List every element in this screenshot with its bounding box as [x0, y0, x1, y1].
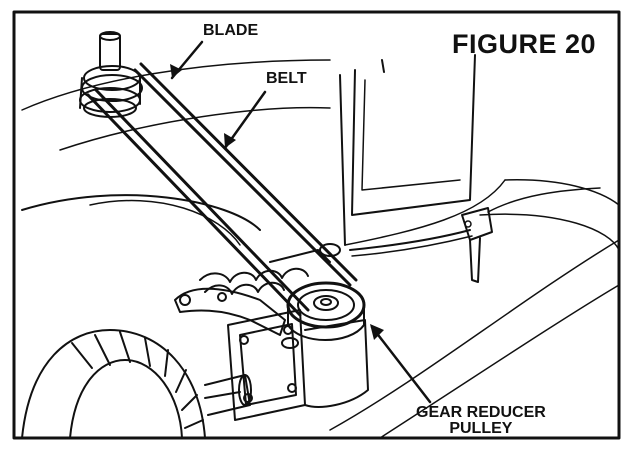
label-blade: BLADE — [203, 22, 259, 39]
idler-bracket — [174, 287, 286, 336]
control-cable — [349, 229, 471, 251]
label-gear-reducer-line1: GEAR REDUCER — [416, 404, 546, 421]
label-gear-reducer-pulley: GEAR REDUCER PULLEY — [416, 405, 546, 437]
tension-spring — [199, 243, 341, 295]
drive-belt — [86, 62, 358, 317]
engine-housing — [339, 74, 346, 246]
label-gear-reducer-line2: PULLEY — [449, 420, 513, 437]
mower-wheel — [21, 329, 206, 439]
axle-shaft — [204, 374, 252, 416]
figure-title: FIGURE 20 — [452, 29, 597, 59]
control-lever — [461, 207, 493, 241]
label-belt: BELT — [266, 70, 307, 87]
figure-border — [12, 10, 621, 440]
